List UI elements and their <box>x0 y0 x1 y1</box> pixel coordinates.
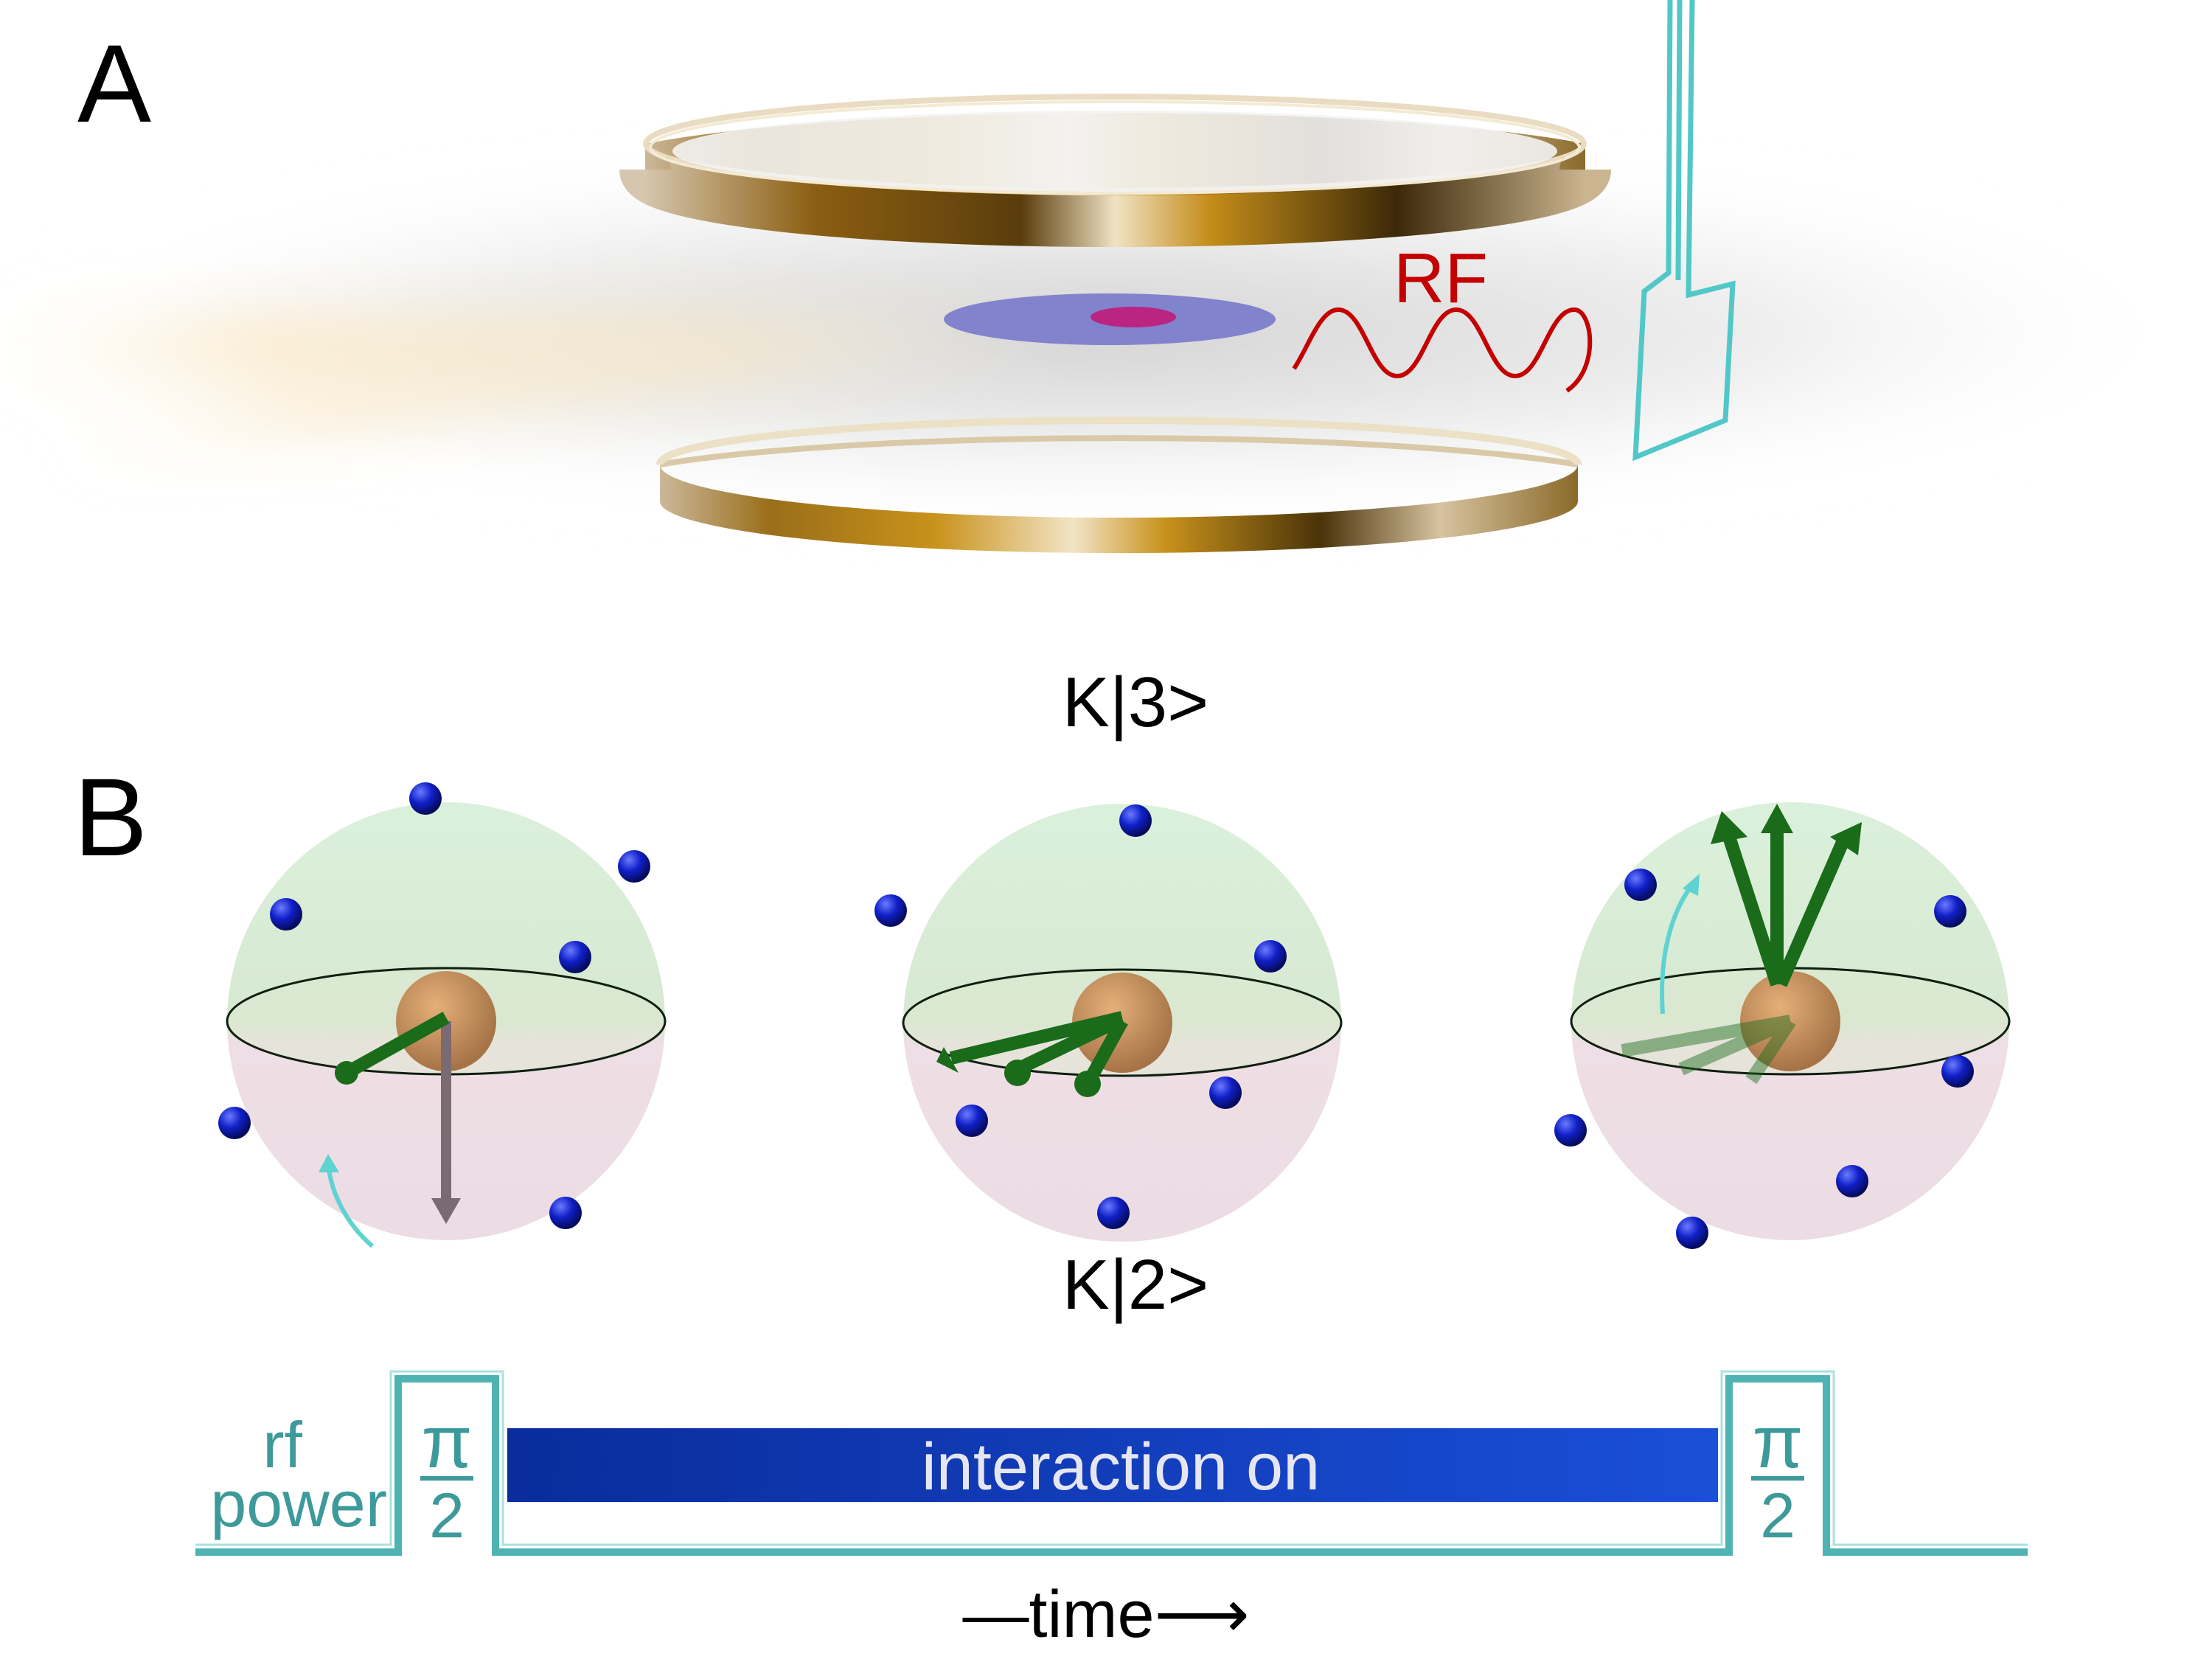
pulse-sequence: rf power π 2 π 2 interaction on —time⟶ <box>195 1370 2028 1652</box>
bloch-sphere-2 <box>902 804 1343 1242</box>
top-coil-ring <box>619 94 1611 248</box>
rotation-arrow <box>326 1164 374 1248</box>
atom-dot <box>1934 895 1966 928</box>
impurity-atom <box>1740 971 1840 1071</box>
pulse-denominator: 2 <box>1760 1481 1795 1551</box>
pulse-numerator: π <box>422 1401 473 1484</box>
pulse-numerator: π <box>1753 1401 1804 1484</box>
spin-arrow <box>1774 838 1850 987</box>
interaction-label: interaction on <box>922 1430 1320 1504</box>
rf-power-trace <box>195 1375 2028 1556</box>
atom-dot <box>1254 940 1287 973</box>
atom-dot <box>218 1107 251 1139</box>
rf-label-line1: rf <box>262 1408 302 1481</box>
surrounding-atoms <box>218 782 1974 1249</box>
atom-dot <box>270 898 302 931</box>
state-top-label: K|3> <box>1062 663 1208 742</box>
rf-wave <box>1292 307 1593 393</box>
bottom-coil-ring <box>656 416 1582 554</box>
atom-dot <box>549 1197 582 1229</box>
atom-dot <box>1209 1077 1242 1109</box>
panel-a: A RF <box>0 0 2212 554</box>
rf-label-line2: power <box>210 1467 387 1540</box>
panel-a-label: A <box>77 21 151 145</box>
rf-label: RF <box>1394 239 1488 318</box>
state-bottom-label: K|2> <box>1062 1245 1208 1324</box>
atom-dot <box>1097 1197 1130 1229</box>
rotation-arrow <box>1660 883 1694 1015</box>
atom-dot <box>1941 1055 1974 1088</box>
time-axis-label: —time⟶ <box>962 1578 1249 1652</box>
atom-dot <box>1119 804 1152 837</box>
atom-dot <box>1836 1165 1868 1197</box>
bloch-sphere-3 <box>1570 802 2011 1240</box>
spin-arrow <box>343 1012 450 1079</box>
panel-b: B K|3> K|2> <box>74 663 2011 1324</box>
atom-dot <box>1676 1217 1708 1249</box>
interaction-bar <box>507 1428 1718 1502</box>
atom-dot <box>559 941 591 973</box>
bloch-sphere-1 <box>226 802 667 1248</box>
atom-dot <box>409 782 442 815</box>
spin-arrow <box>949 1011 1124 1065</box>
atom-dot <box>874 894 907 927</box>
pi-half-pulse-right: π 2 <box>1751 1401 1804 1551</box>
spin-arrow <box>1722 835 1784 987</box>
atom-dot <box>618 850 650 883</box>
pi-half-pulse-left: π 2 <box>420 1401 473 1551</box>
atom-dot <box>956 1105 988 1137</box>
laser-beams <box>0 310 1032 457</box>
rf-antenna <box>1632 0 1736 462</box>
atom-dot <box>1554 1114 1587 1147</box>
panel-b-label: B <box>74 755 147 879</box>
spin-arrow <box>1015 1012 1125 1076</box>
pulse-denominator: 2 <box>429 1481 465 1551</box>
atom-cloud <box>944 293 1276 345</box>
atom-dot <box>1624 869 1657 901</box>
